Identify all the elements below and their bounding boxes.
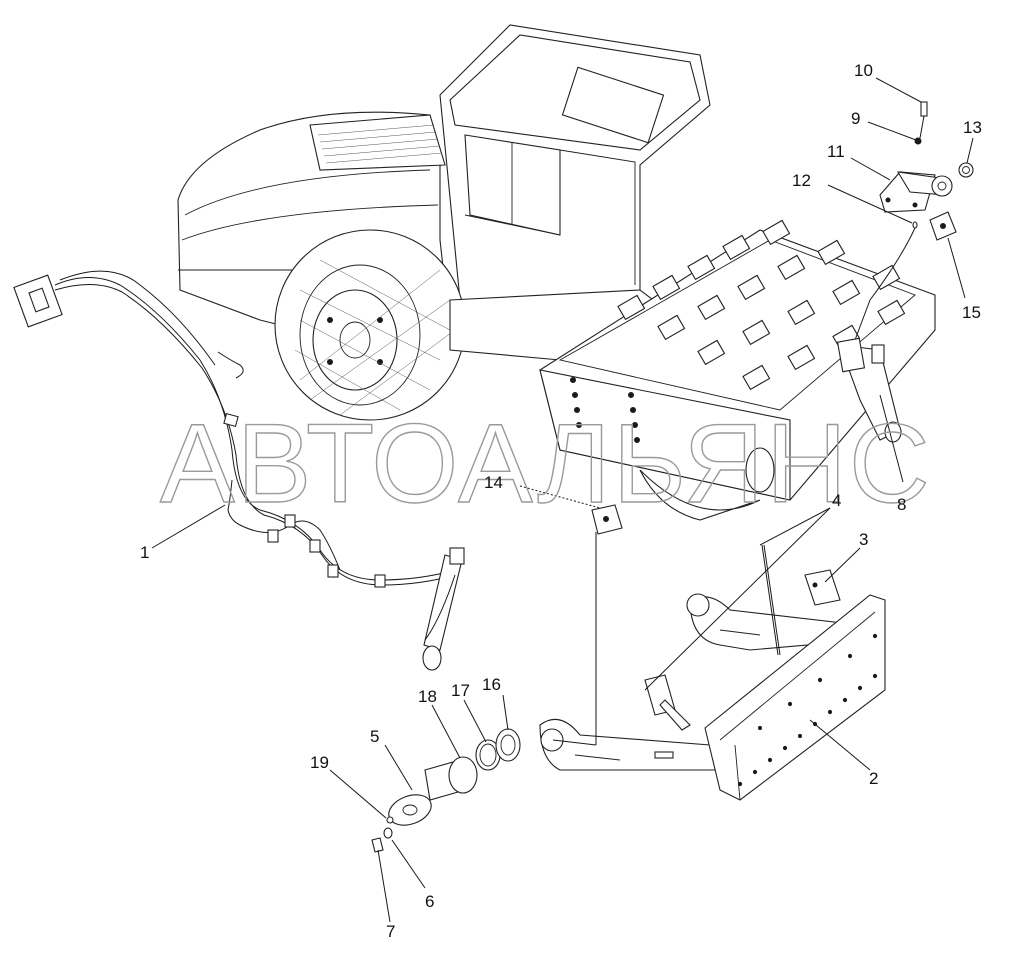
callout-13: 13 xyxy=(963,118,982,137)
watermark: АВТОАЛЬЯНС xyxy=(160,401,932,526)
callout-11: 11 xyxy=(827,142,845,161)
callout-5: 5 xyxy=(370,727,379,746)
callout-17: 17 xyxy=(451,681,470,700)
dozer-blade-assembly xyxy=(539,544,886,801)
padfoot-drum xyxy=(539,219,936,521)
callout-15: 15 xyxy=(962,303,981,322)
callout-14: 14 xyxy=(484,473,503,492)
mount-bracket-group xyxy=(836,101,974,373)
callout-19: 19 xyxy=(310,753,329,772)
hydraulic-harness xyxy=(13,270,465,671)
rear-wheel xyxy=(274,229,466,421)
operator-cab xyxy=(439,24,711,301)
callout-7: 7 xyxy=(386,922,395,941)
callout-10: 10 xyxy=(854,61,873,80)
callout-6: 6 xyxy=(425,892,434,911)
callout-3: 3 xyxy=(859,530,868,549)
callout-12: 12 xyxy=(792,171,811,190)
anchor-plate-14 xyxy=(519,485,623,535)
callout-1: 1 xyxy=(140,543,149,562)
callout-16: 16 xyxy=(482,675,501,694)
callout-18: 18 xyxy=(418,687,437,706)
leader-lines xyxy=(151,77,974,923)
callout-2: 2 xyxy=(869,769,878,788)
callout-8: 8 xyxy=(897,495,906,514)
pivot-pin-group xyxy=(371,728,521,853)
callout-9: 9 xyxy=(851,109,860,128)
engine-grille xyxy=(309,114,446,171)
callout-4: 4 xyxy=(832,491,841,510)
callout-labels: 1 2 3 4 5 6 7 8 9 10 11 12 13 14 15 16 1… xyxy=(140,61,982,941)
